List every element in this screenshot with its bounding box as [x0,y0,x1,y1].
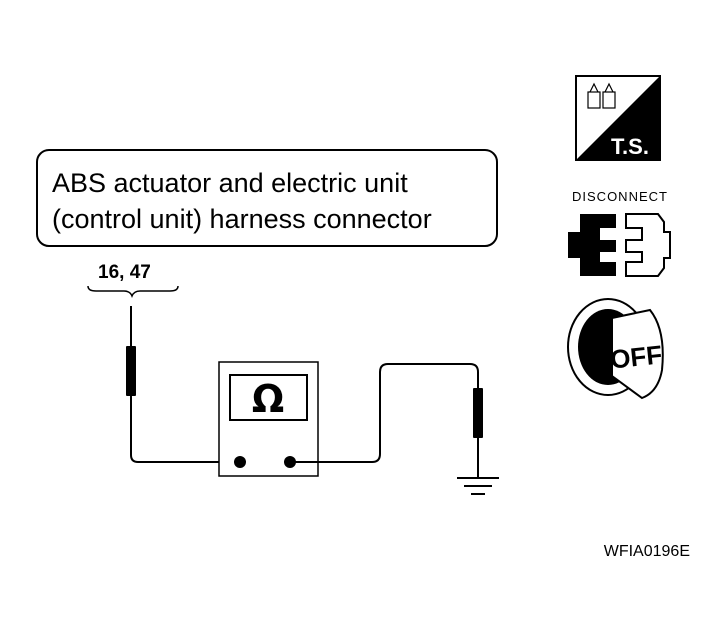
meter-display [229,374,308,421]
off-label: OFF [609,339,664,374]
left-probe [126,306,240,463]
disconnect-icon: DISCONNECT [568,189,671,277]
callout-line-1: ABS actuator and electric unit [52,168,408,198]
disconnect-label: DISCONNECT [572,189,668,204]
figure-id: WFIA0196E [604,543,690,560]
pin-numbers: 16, 47 [98,262,151,283]
connector-plug-right [625,213,671,277]
ground-symbol [457,477,499,495]
meter-terminal-left [234,456,246,468]
ts-icon: T.S. [575,75,661,161]
pin-brace [87,285,179,299]
ts-label: T.S. [611,134,649,159]
callout-box [36,149,498,247]
right-probe [290,363,483,478]
ohmmeter: Ω [218,361,319,477]
key-off-icon: OFF [567,298,664,400]
connector-callout: ABS actuator and electric unit (control … [36,149,498,247]
connector-plug-left [568,214,616,276]
callout-line-2: (control unit) harness connector [52,204,432,234]
ohm-symbol: Ω [252,377,284,421]
